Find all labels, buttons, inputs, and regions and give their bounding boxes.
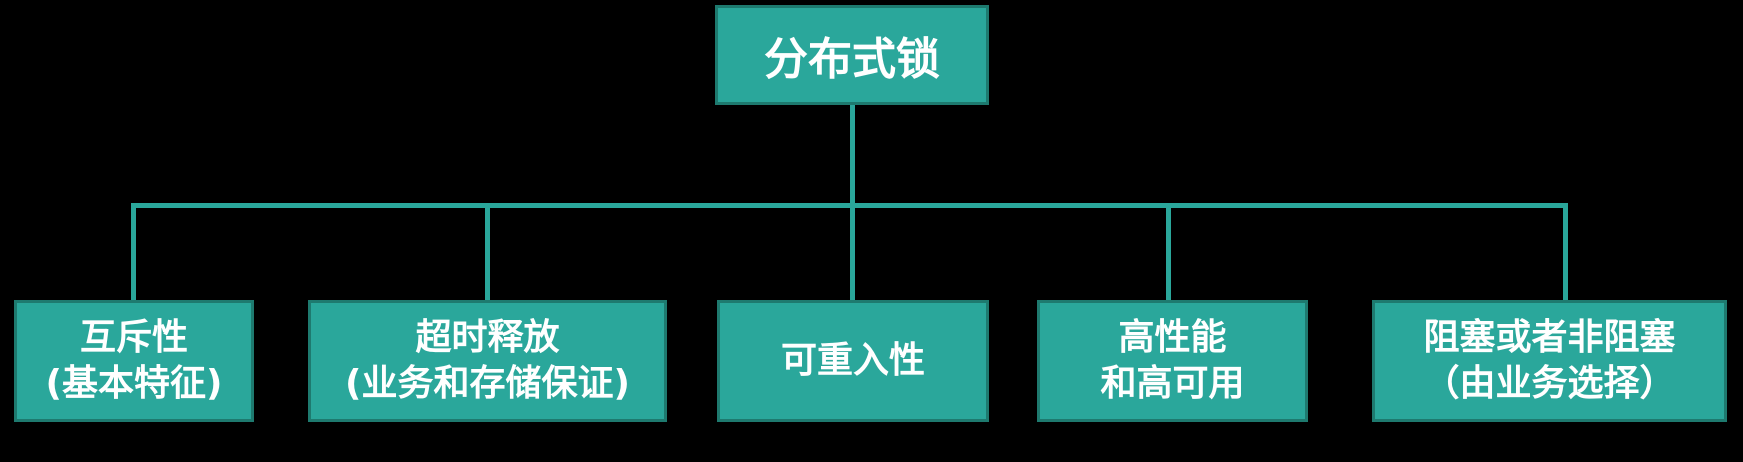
node-high-performance-availability: 高性能 和高可用 bbox=[1037, 300, 1308, 422]
node-label-line1: 阻塞或者非阻塞 bbox=[1423, 316, 1676, 358]
node-label: 分布式锁 bbox=[764, 34, 940, 85]
node-label-line2: (基本特征) bbox=[45, 363, 223, 404]
connector-drop-reentrant bbox=[850, 203, 855, 300]
node-reentrant: 可重入性 bbox=[717, 300, 989, 422]
node-timeout-release: 超时释放 (业务和存储保证) bbox=[308, 300, 667, 422]
node-mutex: 互斥性 (基本特征) bbox=[14, 300, 254, 422]
node-blocking-or-nonblocking: 阻塞或者非阻塞 （由业务选择） bbox=[1372, 300, 1727, 422]
connector-drop-timeout bbox=[485, 203, 490, 300]
node-label-line1: 超时释放 bbox=[415, 316, 560, 358]
node-label-line2: (业务和存储保证) bbox=[345, 363, 630, 404]
connector-drop-mutex bbox=[131, 203, 136, 300]
node-label-line1: 高性能 bbox=[1118, 316, 1227, 358]
connector-horizontal-rail bbox=[131, 203, 1568, 208]
node-label-line2: 和高可用 bbox=[1100, 363, 1245, 404]
node-label-line1: 互斥性 bbox=[79, 316, 188, 358]
node-label-line2: （由业务选择） bbox=[1423, 363, 1676, 404]
node-label-line1: 可重入性 bbox=[780, 339, 925, 381]
connector-drop-blocking bbox=[1563, 203, 1568, 300]
connector-root-stem bbox=[850, 105, 855, 205]
connector-drop-performance bbox=[1166, 203, 1171, 300]
node-root-distributed-lock: 分布式锁 bbox=[715, 5, 989, 105]
